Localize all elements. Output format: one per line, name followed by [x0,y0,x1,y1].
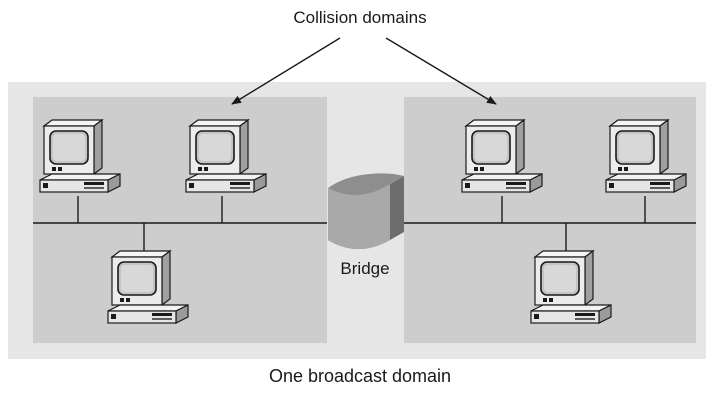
collision-domains-label: Collision domains [293,8,427,27]
broadcast-domain-label: One broadcast domain [268,366,452,386]
arrow-to-right-domain [385,37,497,105]
bridge-label: Bridge [340,259,390,278]
bridge-device-icon [328,173,404,249]
arrow-to-left-domain [231,37,341,105]
